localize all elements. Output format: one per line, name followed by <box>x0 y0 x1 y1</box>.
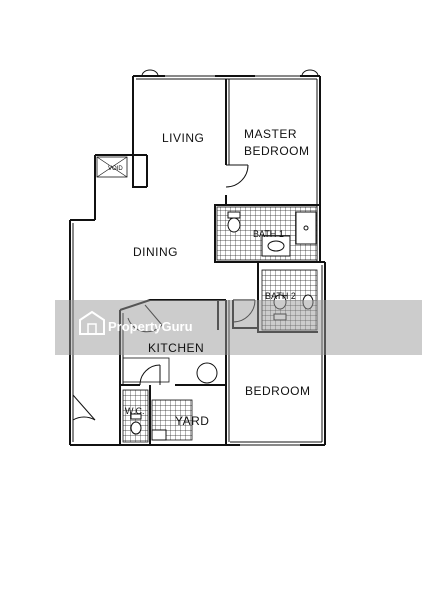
room-bedroom: BEDROOM <box>245 384 311 398</box>
void-label: VOID <box>108 166 123 172</box>
room-living: LIVING <box>162 131 204 145</box>
room-kitchen: KITCHEN <box>148 341 204 355</box>
windows <box>141 69 319 447</box>
room-dining: DINING <box>133 245 178 259</box>
room-wc: W.C. <box>125 406 145 416</box>
room-master-bedroom-line1: MASTER <box>244 127 297 141</box>
room-labels: LIVING MASTER BEDROOM DINING BATH 1 BATH… <box>125 127 311 428</box>
room-master-bedroom-line2: BEDROOM <box>244 144 310 158</box>
watermark: PropertyGuru <box>55 300 422 355</box>
room-bath1: BATH 1 <box>253 229 284 239</box>
propertyguru-logo-icon <box>79 310 105 335</box>
room-yard: YARD <box>175 414 209 428</box>
room-bath2: BATH 2 <box>265 291 296 301</box>
void-area: VOID <box>96 156 128 178</box>
watermark-brand: PropertyGuru <box>108 319 193 334</box>
